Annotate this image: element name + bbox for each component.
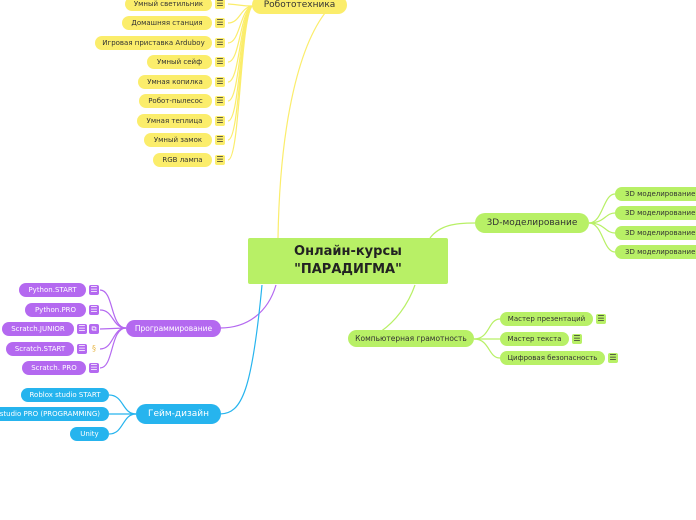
robotics-item-rgb-lamp[interactable]: RGB лампа — [153, 153, 212, 167]
notes-icon[interactable]: ☰ — [77, 324, 87, 334]
notes-icon[interactable]: ☰ — [215, 135, 225, 145]
notes-icon[interactable]: ☰ — [215, 0, 225, 9]
programming-item-python-pro[interactable]: Python.PRO — [25, 303, 86, 317]
literacy-item-text[interactable]: Мастер текста — [500, 332, 569, 346]
connector-gamedesign — [219, 284, 263, 415]
robotics-item-smart-safe[interactable]: Умный сейф — [147, 55, 212, 69]
notes-icon[interactable]: ☰ — [215, 38, 225, 48]
programming-item-scratch-start[interactable]: Scratch.START — [6, 342, 74, 356]
notes-icon[interactable]: ☰ — [215, 155, 225, 165]
paperclip-icon[interactable]: § — [92, 344, 96, 353]
literacy-item-digital-security[interactable]: Цифровая безопасность — [500, 351, 605, 365]
robotics-item-arduboy[interactable]: Игровая приставка Arduboy — [95, 36, 212, 50]
robotics-item-robot-vacuum[interactable]: Робот-пылесос — [139, 94, 212, 108]
notes-icon[interactable]: ☰ — [215, 96, 225, 106]
robotics-item-piggy-bank[interactable]: Умная копилка — [138, 75, 212, 89]
notes-icon[interactable]: ☰ — [89, 285, 99, 295]
notes-icon[interactable]: ☰ — [77, 344, 87, 354]
connector-robotics — [277, 6, 331, 239]
notes-icon[interactable]: ☰ — [89, 305, 99, 315]
topic-3d-modeling[interactable]: 3D-моделирование — [475, 213, 589, 233]
robotics-item-home-station[interactable]: Домашняя станция — [122, 16, 212, 30]
modeling-item-2[interactable]: 3D моделирование S — [615, 206, 696, 220]
topic-robotics[interactable]: Робототехника — [252, 0, 347, 14]
literacy-item-presentations[interactable]: Мастер презентаций — [500, 312, 593, 326]
programming-item-scratch-pro[interactable]: Scratch. PRO — [22, 361, 86, 375]
notes-icon[interactable]: ☰ — [215, 57, 225, 67]
modeling-item-4[interactable]: 3D моделирование V — [615, 245, 696, 259]
notes-icon[interactable]: ☰ — [89, 363, 99, 373]
notes-icon[interactable]: ☰ — [608, 353, 618, 363]
topic-computer-literacy[interactable]: Компьютерная грамотность — [348, 330, 474, 347]
programming-item-python-start[interactable]: Python.START — [19, 283, 86, 297]
robotics-item-smart-lamp[interactable]: Умный светильник — [125, 0, 212, 11]
connector-literacy — [379, 284, 416, 333]
gamedesign-item-roblox-pro[interactable]: x studio PRO (PROGRAMMING) — [0, 407, 109, 421]
connectors-modeling-items — [588, 193, 616, 253]
topic-game-design[interactable]: Гейм-дизайн — [136, 404, 221, 424]
modeling-item-3[interactable]: 3D моделирование I — [615, 226, 696, 240]
notes-icon[interactable]: ☰ — [215, 77, 225, 87]
root-topic[interactable]: Онлайн-курсы "ПАРАДИГМА" — [248, 238, 448, 284]
robotics-item-greenhouse[interactable]: Умная теплица — [137, 114, 212, 128]
notes-icon[interactable]: ☰ — [572, 334, 582, 344]
topic-programming[interactable]: Программирование — [126, 320, 221, 337]
root-title-line1: Онлайн-курсы — [294, 244, 402, 260]
connectors-robotics-items — [227, 3, 253, 161]
notes-icon[interactable]: ☰ — [215, 18, 225, 28]
link-icon[interactable]: ⧉ — [89, 324, 99, 334]
robotics-item-smart-lock[interactable]: Умный замок — [144, 133, 212, 147]
notes-icon[interactable]: ☰ — [215, 116, 225, 126]
root-title-line2: "ПАРАДИГМА" — [294, 262, 402, 277]
gamedesign-item-roblox-start[interactable]: Roblox studio START — [21, 388, 109, 402]
modeling-item-1[interactable]: 3D моделирование I — [615, 187, 696, 201]
connector-programming — [219, 284, 277, 329]
gamedesign-item-unity[interactable]: Unity — [70, 427, 109, 441]
connector-modeling — [429, 222, 476, 239]
notes-icon[interactable]: ☰ — [596, 314, 606, 324]
connectors-literacy-items — [473, 318, 501, 359]
programming-item-scratch-junior[interactable]: Scratch.JUNIOR — [2, 322, 74, 336]
connectors-programming-items — [99, 289, 127, 369]
